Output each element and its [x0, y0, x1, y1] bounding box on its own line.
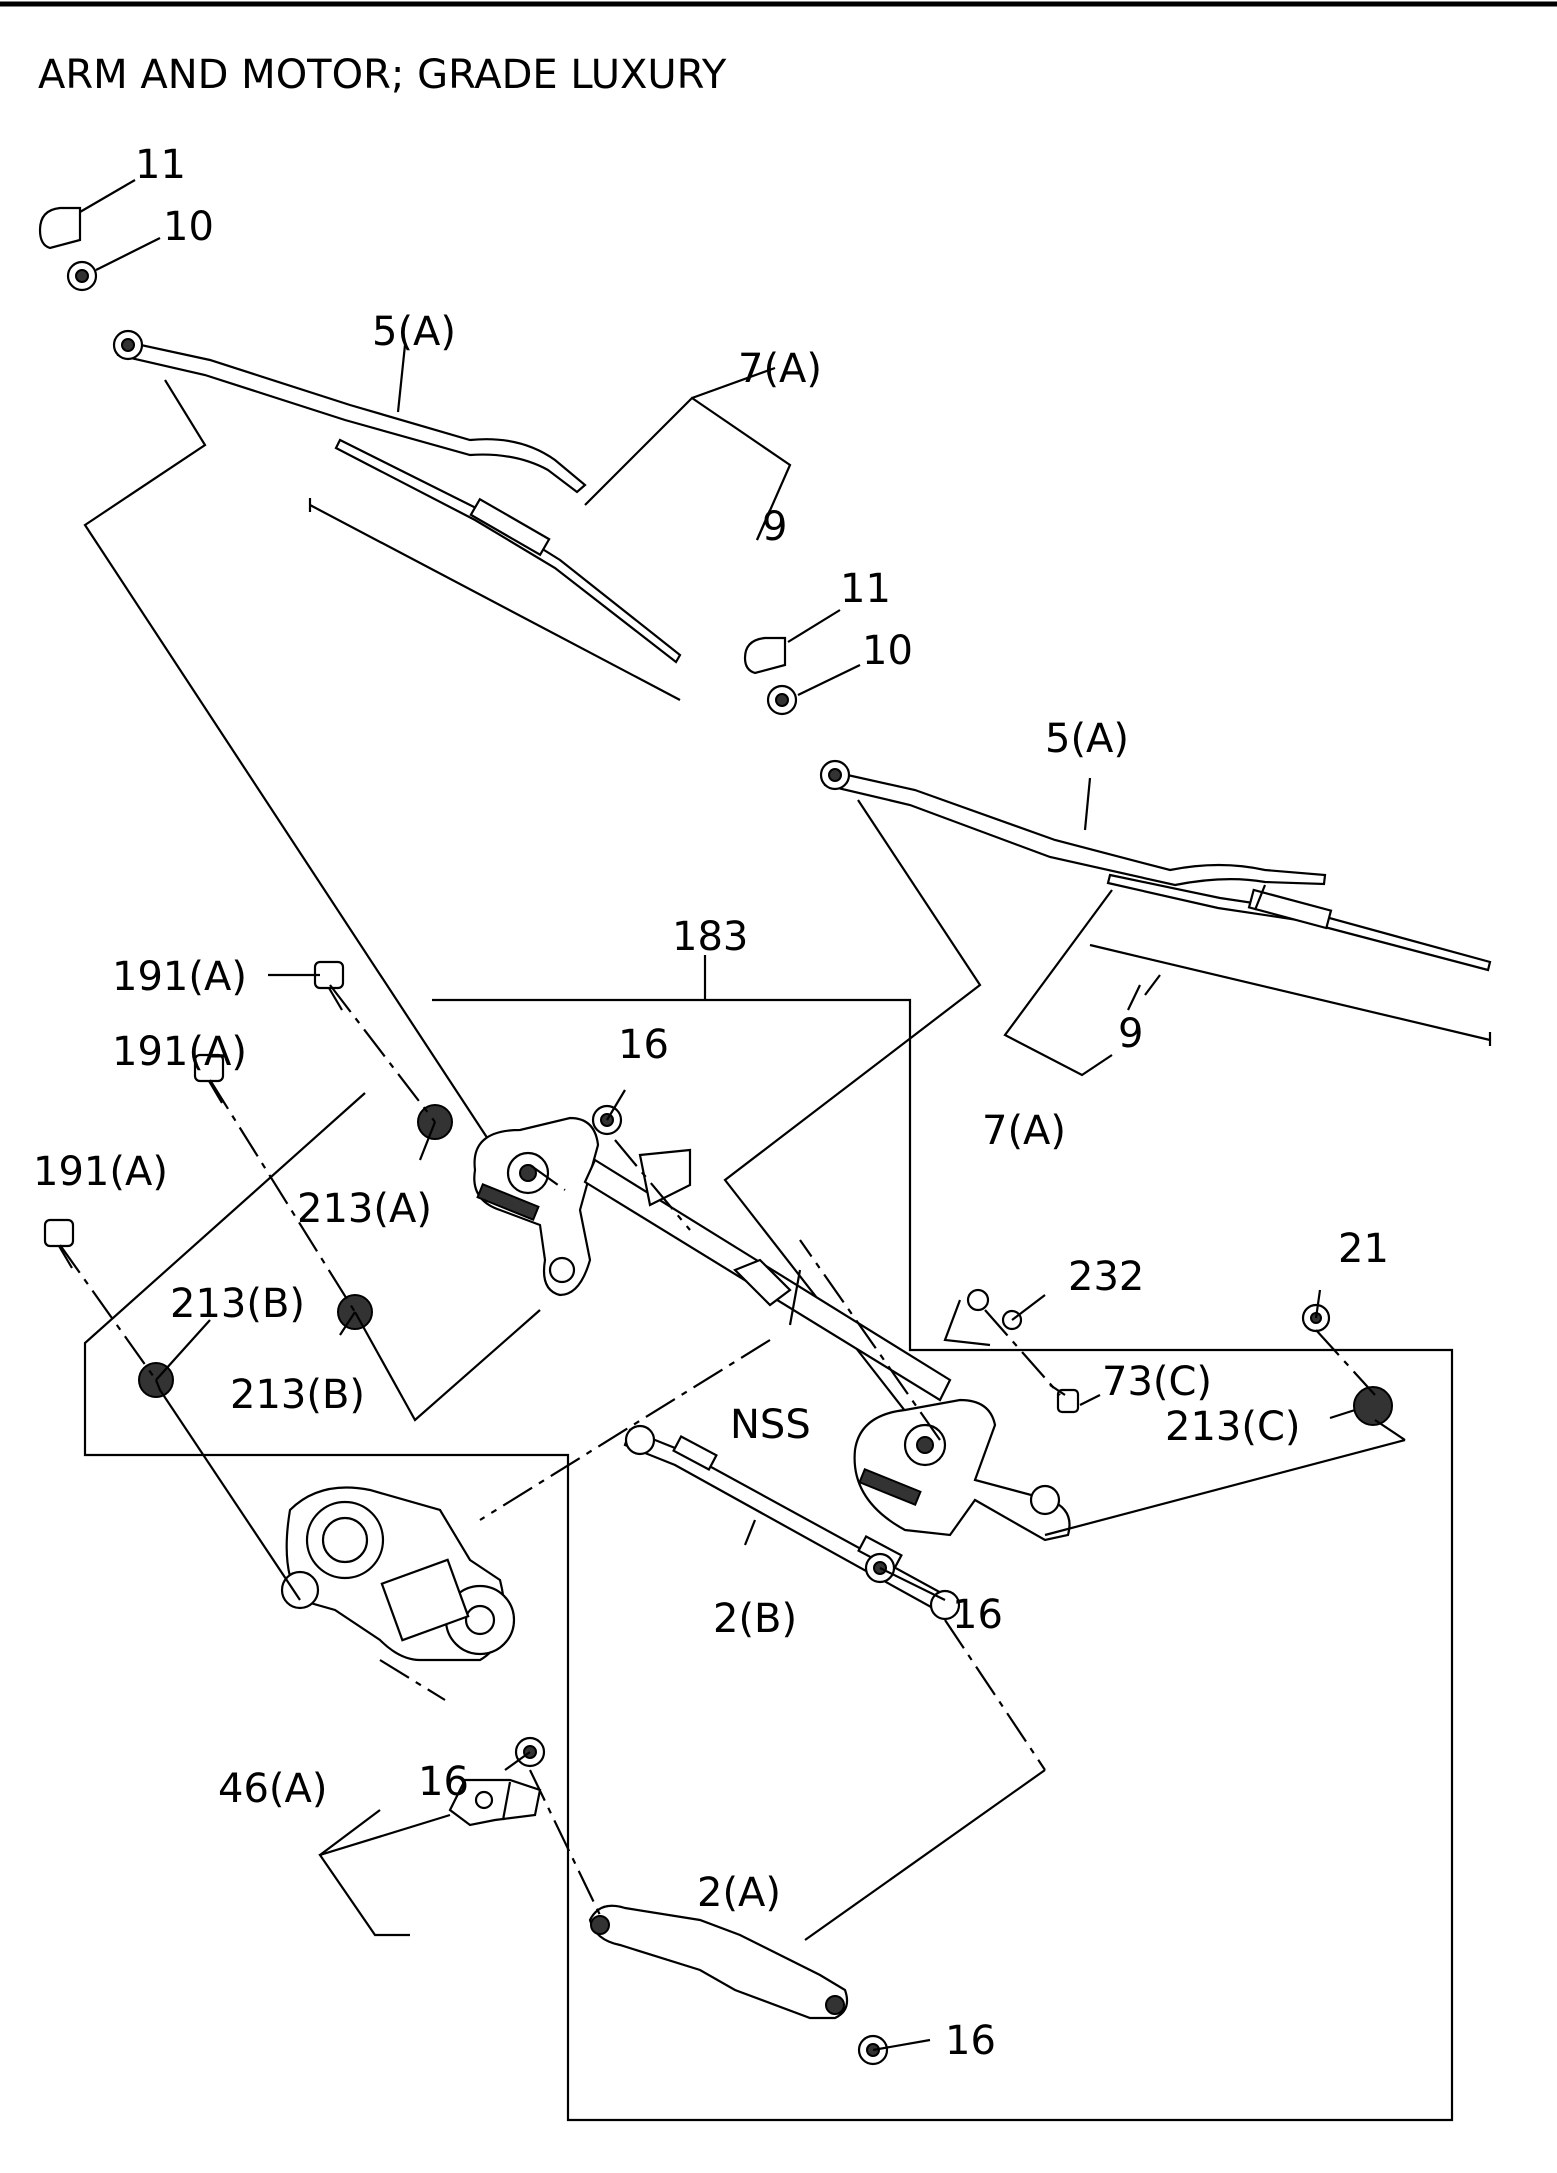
callout-9-left: 9 — [762, 504, 787, 550]
connecting-rod-2a — [588, 1904, 849, 2020]
callout-10-right: 10 — [862, 628, 913, 674]
callout-5a-left: 5(A) — [372, 309, 456, 355]
callout-16-mid: 16 — [952, 1592, 1003, 1638]
callout-21: 21 — [1338, 1226, 1389, 1272]
callout-2a: 2(A) — [697, 1870, 781, 1916]
callout-213a: 213(A) — [297, 1186, 432, 1232]
callout-7a-left: 7(A) — [738, 346, 822, 392]
callout-16-lower: 16 — [418, 1759, 469, 1805]
callout-46a: 46(A) — [218, 1766, 327, 1812]
callout-nss: NSS — [730, 1402, 811, 1448]
callout-213c: 213(C) — [1165, 1404, 1301, 1450]
callout-16-top: 16 — [618, 1022, 669, 1068]
left-pivot — [473, 1116, 952, 1402]
callout-10-left: 10 — [163, 204, 214, 250]
callout-232: 232 — [1068, 1254, 1144, 1300]
callout-213b-1: 213(B) — [170, 1281, 305, 1327]
wiper-motor — [280, 1486, 516, 1662]
right-wiper-arm — [819, 759, 1327, 887]
callout-11-right: 11 — [840, 566, 891, 612]
callout-2b: 2(B) — [713, 1596, 797, 1642]
left-cap-icon — [38, 206, 82, 250]
callout-191a-3: 191(A) — [33, 1149, 168, 1195]
callout-16-bottom: 16 — [945, 2018, 996, 2064]
left-wiper-blade — [308, 438, 682, 701]
callout-7a-right: 7(A) — [982, 1108, 1066, 1154]
callout-11-left: 11 — [135, 142, 186, 188]
callout-183: 183 — [672, 914, 748, 960]
page-title: ARM AND MOTOR; GRADE LUXURY — [38, 52, 727, 98]
callout-9-right: 9 — [1118, 1011, 1143, 1057]
center-bracket — [733, 1258, 792, 1307]
callout-73c: 73(C) — [1102, 1359, 1212, 1405]
bracket-46a — [448, 1778, 542, 1827]
right-cap-icon — [743, 636, 787, 675]
right-pivot — [853, 1398, 1071, 1542]
left-wiper-arm — [112, 329, 587, 494]
callout-213b-2: 213(B) — [230, 1372, 365, 1418]
callout-191a-2: 191(A) — [112, 1029, 247, 1075]
frame-183 — [83, 998, 1454, 2122]
right-wiper-blade — [1089, 873, 1492, 1046]
callout-191a-1: 191(A) — [112, 954, 247, 1000]
callout-5a-right: 5(A) — [1045, 716, 1129, 762]
